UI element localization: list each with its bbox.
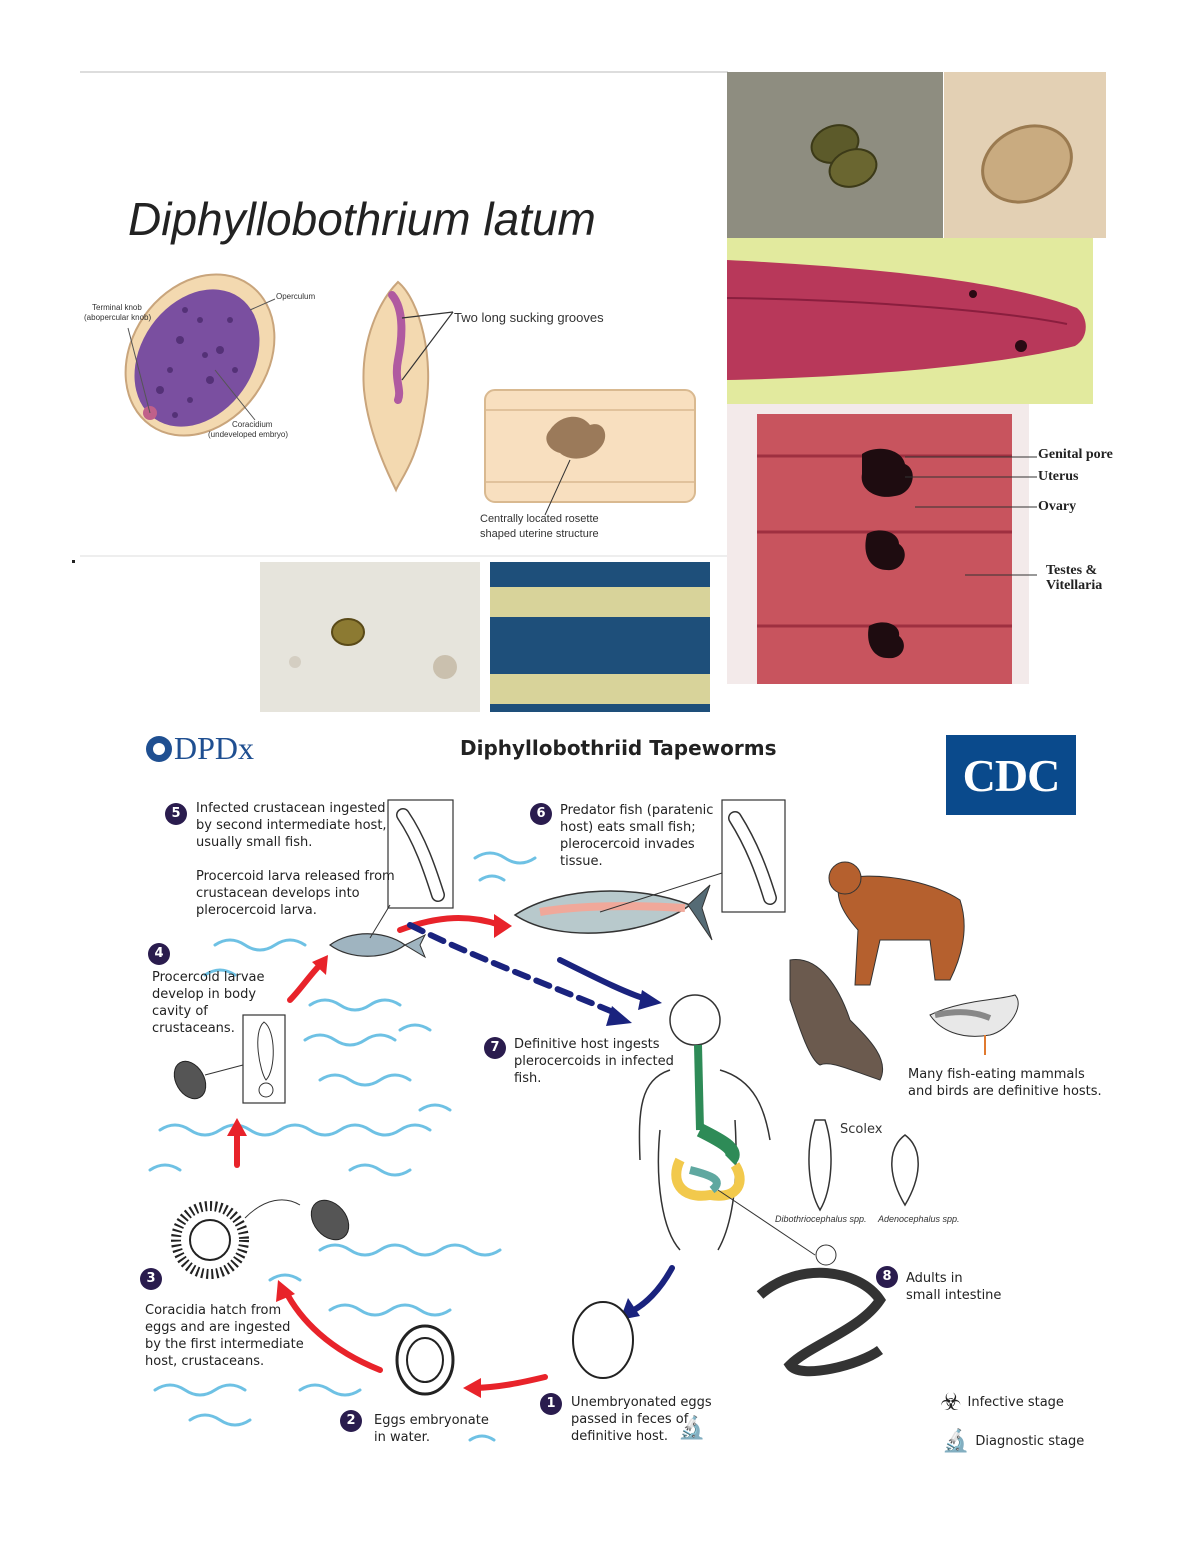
scolex-title: Scolex: [840, 1122, 883, 1137]
operculum-label: Operculum: [276, 292, 316, 301]
scolex-genus-2: Adenocephalus spp.: [878, 1214, 960, 1224]
step-4-badge: 4: [148, 943, 170, 965]
coracidium-label: Coracidium: [232, 420, 273, 429]
vitellaria-label: Vitellaria: [1046, 578, 1103, 593]
step-6-badge: 6: [530, 803, 552, 825]
testes-label: Testes &: [1046, 563, 1098, 578]
cdc-logo: CDC: [946, 735, 1076, 815]
microscope-icon: 🔬: [678, 1415, 706, 1440]
small-fish: [328, 933, 427, 959]
predator-fish: [513, 884, 713, 941]
uterine-structure-label: Centrally located rosette: [480, 513, 599, 525]
legend-infective: ☣ Infective stage: [940, 1388, 1064, 1416]
scolex-grooves-label: Two long sucking grooves: [454, 310, 604, 325]
terminal-knob-label: Terminal knob: [92, 303, 142, 312]
uterine-structure-sublabel: shaped uterine structure: [480, 528, 599, 540]
step-2-badge: 2: [340, 1410, 362, 1432]
segment-label-lines: [905, 445, 1045, 595]
host-arrows: [407, 922, 675, 1315]
legend-microscope-icon: 🔬: [942, 1428, 970, 1453]
scolex-stained-photo: [727, 238, 1093, 404]
digestive-tract: [671, 1044, 745, 1201]
biohazard-icon: ☣: [940, 1388, 962, 1416]
legend-diagnostic: 🔬 Diagnostic stage: [942, 1428, 1084, 1454]
diagram-panel: Diphyllobothrium latum Terminal knob (ab…: [80, 70, 728, 558]
diagram-illustrations: [80, 71, 728, 557]
dpdx-logo: DPDx: [144, 730, 254, 767]
segment-stained-photo: [727, 404, 1029, 684]
gull-illustration: [929, 994, 1019, 1055]
single-egg-photo: [944, 72, 1106, 238]
genital-pore-label: Genital pore: [1038, 447, 1113, 462]
scolex-genus-1: Dibothriocephalus spp.: [775, 1214, 867, 1224]
legend-infective-label: Infective stage: [967, 1394, 1064, 1410]
step-7-badge: 7: [484, 1037, 506, 1059]
stray-dot: [72, 560, 75, 563]
human-outline: [638, 994, 771, 1251]
scolex-illustration: [362, 280, 454, 493]
step-3-badge: 3: [140, 1268, 162, 1290]
lifecycle-title: Diphyllobothriid Tapeworms: [460, 736, 777, 760]
dog-illustration: [828, 861, 965, 986]
step-8-badge: 8: [876, 1266, 898, 1288]
egg-pair-photo: [727, 72, 943, 238]
coracidium-sublabel: (undeveloped embryo): [208, 430, 289, 439]
step-1-badge: 1: [540, 1393, 562, 1415]
stage-arrowheads: [227, 914, 512, 1398]
step-5-badge: 5: [165, 803, 187, 825]
dpdx-wordmark: DPDx: [174, 730, 255, 766]
proglottid-illustration: [484, 389, 696, 516]
sea-lion-illustration: [789, 959, 884, 1081]
egg-in-stool-photo: [260, 562, 480, 712]
ovary-label: Ovary: [1038, 499, 1077, 514]
egg-illustration: [124, 273, 276, 437]
uterus-label: Uterus: [1038, 469, 1079, 484]
legend-diagnostic-label: Diagnostic stage: [975, 1433, 1085, 1449]
terminal-knob-sublabel: (abopercular knob): [84, 313, 152, 322]
copepod-icons: [173, 1060, 350, 1241]
diagram-title: Diphyllobothrium latum: [128, 193, 596, 245]
tapeworm-strobila-photo: [490, 562, 710, 712]
cdc-wordmark: CDC: [962, 749, 1061, 801]
water-waves: [148, 851, 537, 1442]
dpdx-logo-icon: [146, 735, 172, 762]
